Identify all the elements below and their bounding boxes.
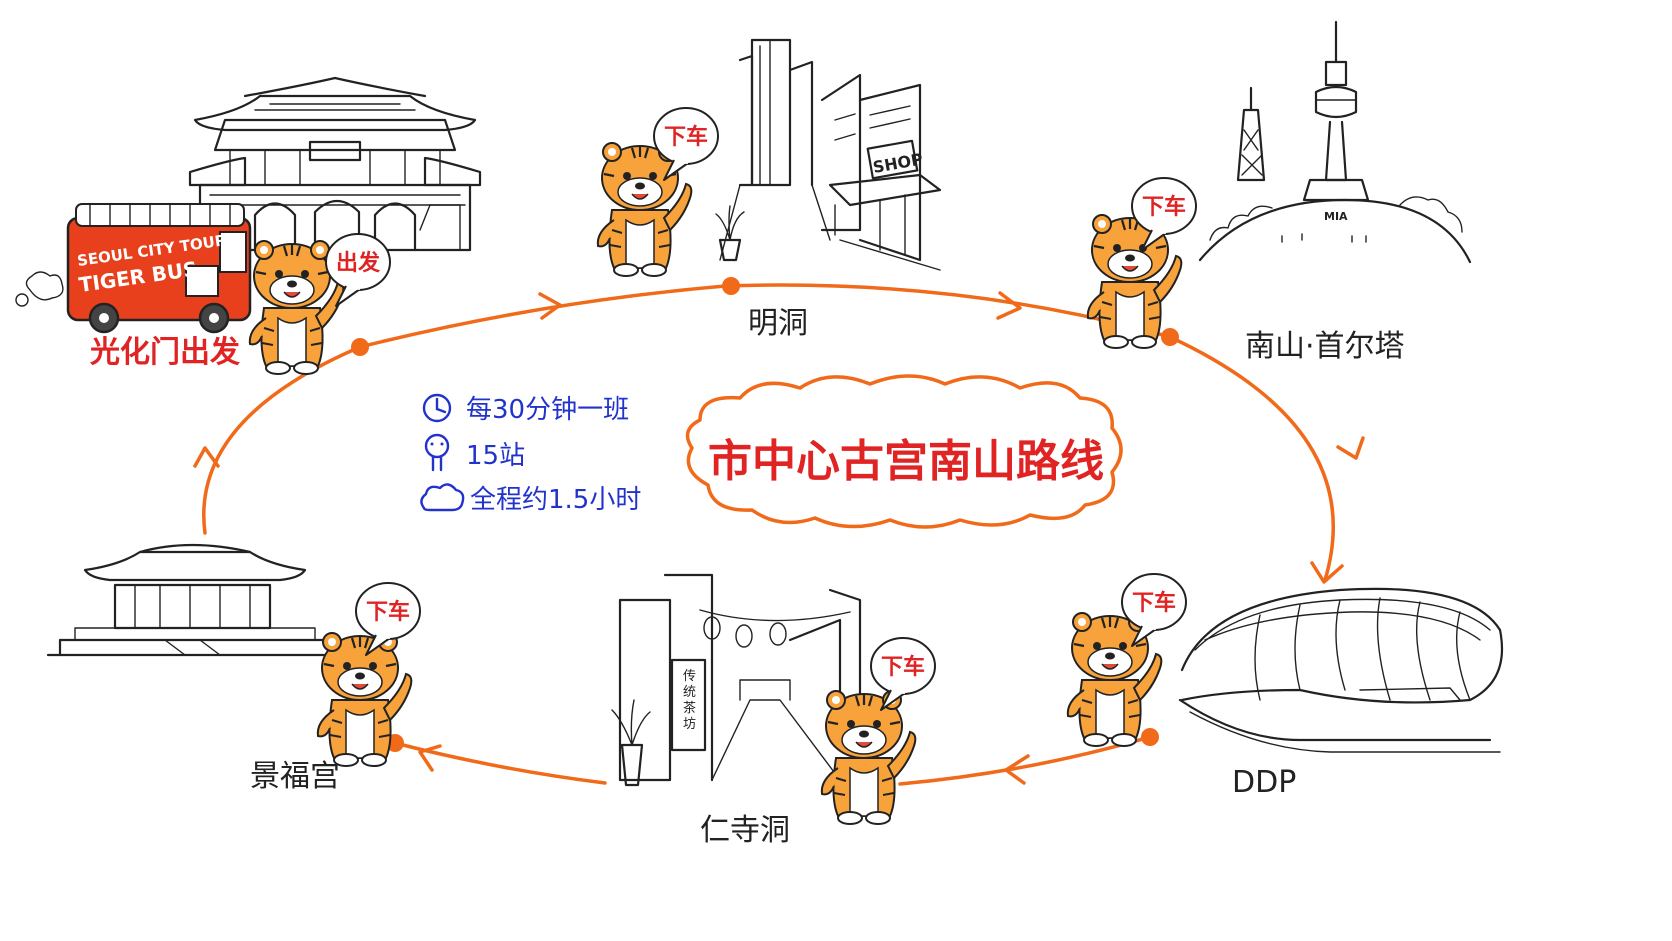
namsan-illustration: MIA bbox=[1198, 20, 1472, 264]
bubble-text-gwanghwamun: 出发 bbox=[336, 250, 381, 276]
stop-label-gyeongbokgung: 景福宫 bbox=[250, 759, 340, 794]
bubble-text-namsan: 下车 bbox=[1142, 194, 1186, 220]
route-arrow bbox=[1336, 436, 1365, 460]
shop-sign: SHOP bbox=[871, 149, 924, 176]
title-cloud: 市中心古宫南山路线 bbox=[685, 374, 1123, 529]
route-arrows bbox=[193, 291, 1365, 785]
bubble-gyeongbokgung: 下车 bbox=[354, 581, 422, 657]
stop-dot-namsan bbox=[1161, 328, 1179, 346]
tiger-bus: SEOUL CITY TOUR TIGER BUS bbox=[15, 203, 252, 334]
stop-label-ddp: DDP bbox=[1232, 765, 1296, 800]
route-arrow bbox=[1004, 754, 1030, 785]
stop-dot-ddp bbox=[1141, 728, 1159, 746]
gyeongbokgung-illustration bbox=[46, 543, 342, 657]
info-duration: 全程约1.5小时 bbox=[470, 485, 641, 515]
cloud-icon bbox=[420, 483, 465, 512]
route-arrow bbox=[193, 446, 220, 468]
info-list: 每30分钟一班 15站 全程约1.5小时 bbox=[420, 393, 641, 515]
bubble-ddp: 下车 bbox=[1120, 572, 1188, 648]
stop-label-gwanghwamun: 光化门出发 bbox=[90, 335, 240, 370]
bubble-text-insadong: 下车 bbox=[881, 654, 925, 680]
teahouse-sign: 传统茶坊 bbox=[683, 669, 696, 732]
bubble-text-ddp: 下车 bbox=[1132, 590, 1176, 616]
stop-label-namsan: 南山·首尔塔 bbox=[1245, 329, 1405, 364]
bubble-text-myeongdong: 下车 bbox=[664, 124, 708, 150]
ddp-illustration bbox=[1178, 587, 1504, 753]
myeongdong-illustration: SHOP bbox=[715, 38, 942, 271]
route-arrow bbox=[1310, 561, 1344, 584]
stop-label-myeongdong: 明洞 bbox=[748, 306, 808, 341]
tower-sign: MIA bbox=[1324, 210, 1348, 223]
info-frequency: 每30分钟一班 bbox=[466, 395, 629, 425]
bubble-gwanghwamun: 出发 bbox=[324, 232, 392, 308]
gwanghwamun-illustration bbox=[188, 76, 482, 252]
route-title: 市中心古宫南山路线 bbox=[708, 436, 1104, 487]
route-arrow bbox=[538, 292, 562, 320]
bubble-insadong: 下车 bbox=[869, 636, 937, 712]
clock-icon bbox=[422, 393, 452, 423]
info-item-stops: 15站 bbox=[424, 433, 525, 472]
bubble-text-gyeongbokgung: 下车 bbox=[366, 599, 410, 625]
tiger-namsan bbox=[1086, 213, 1183, 350]
stop-label-insadong: 仁寺洞 bbox=[700, 813, 790, 848]
insadong-illustration: 传统茶坊 bbox=[611, 573, 862, 787]
bus-stop-icon bbox=[424, 433, 450, 472]
tiger-insadong bbox=[820, 689, 917, 826]
stop-dot-myeongdong bbox=[722, 277, 740, 295]
bubble-namsan: 下车 bbox=[1130, 176, 1198, 252]
bubble-myeongdong: 下车 bbox=[652, 106, 720, 182]
route-arrow bbox=[996, 291, 1022, 320]
stop-dot-gwanghwamun bbox=[351, 338, 369, 356]
route-arrow bbox=[418, 744, 442, 772]
info-stops: 15站 bbox=[466, 441, 525, 471]
info-item-duration: 全程约1.5小时 bbox=[420, 483, 641, 515]
info-item-frequency: 每30分钟一班 bbox=[422, 393, 629, 425]
